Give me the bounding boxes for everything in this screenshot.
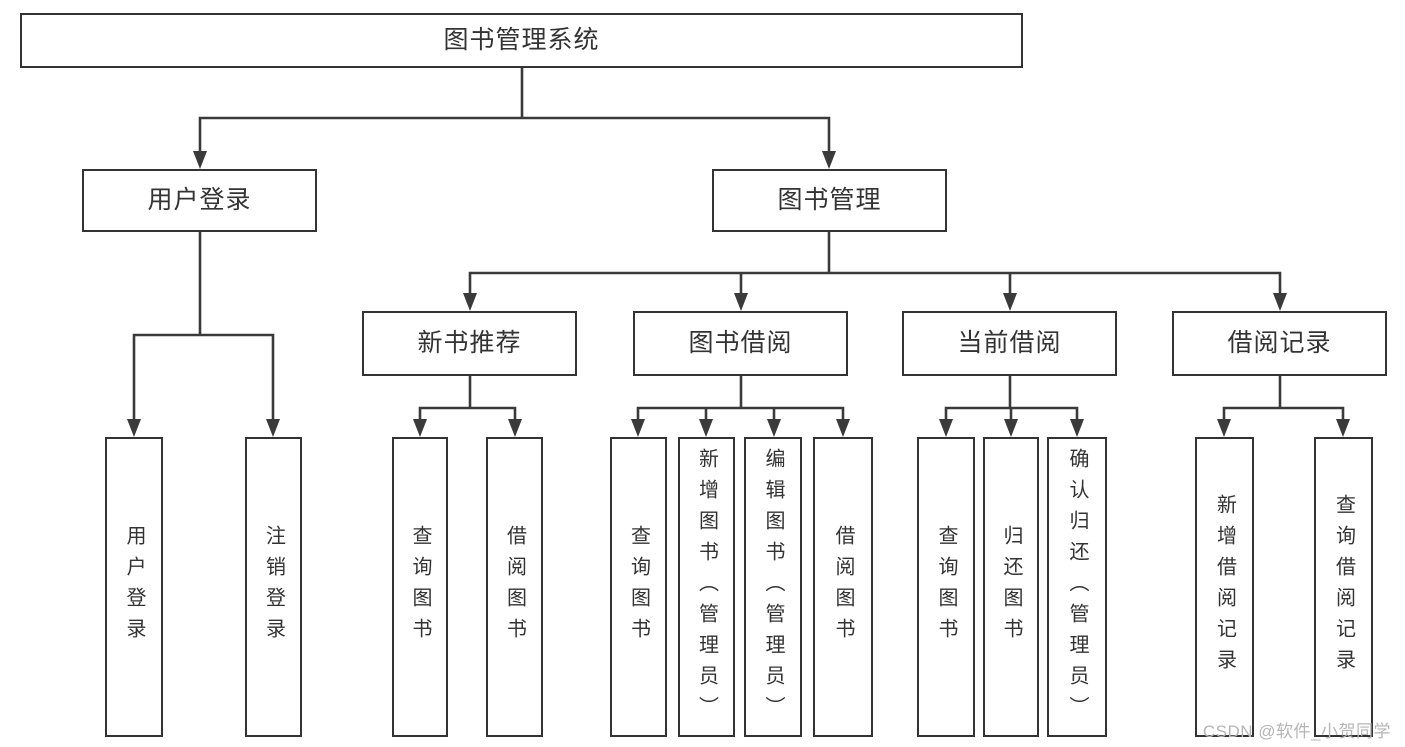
leaf-user-login: 用户登录 (105, 437, 163, 737)
node-book-borrowing: 图书借阅 (633, 311, 848, 376)
node-book-management: 图书管理 (712, 169, 947, 232)
leaf-query-books-current: 查询图书 (917, 437, 975, 737)
node-borrowing-records: 借阅记录 (1172, 311, 1387, 376)
node-user-login-group: 用户登录 (82, 169, 317, 232)
leaf-return-books: 归还图书 (983, 437, 1039, 737)
leaf-add-books-admin: 新增图书（管理员） (678, 437, 735, 737)
leaf-query-books-recommend: 查询图书 (392, 437, 448, 737)
leaf-logout: 注销登录 (245, 437, 302, 737)
node-root-system: 图书管理系统 (20, 13, 1023, 68)
node-current-borrowing: 当前借阅 (902, 311, 1117, 376)
leaf-query-books-borrowing: 查询图书 (610, 437, 667, 737)
leaf-borrow-books-recommend: 借阅图书 (486, 437, 543, 737)
leaf-confirm-return-admin: 确认归还（管理员） (1047, 437, 1107, 737)
arrowheads (127, 151, 1350, 437)
leaf-add-borrow-record: 新增借阅记录 (1195, 437, 1254, 737)
node-new-book-recommend: 新书推荐 (362, 311, 577, 376)
csdn-watermark: CSDN @软件_小贺同学 (1202, 722, 1391, 741)
connector-lines (132, 65, 1345, 422)
leaf-edit-books-admin: 编辑图书（管理员） (744, 437, 802, 737)
leaf-borrow-books: 借阅图书 (813, 437, 873, 737)
leaf-query-borrow-record: 查询借阅记录 (1314, 437, 1373, 737)
